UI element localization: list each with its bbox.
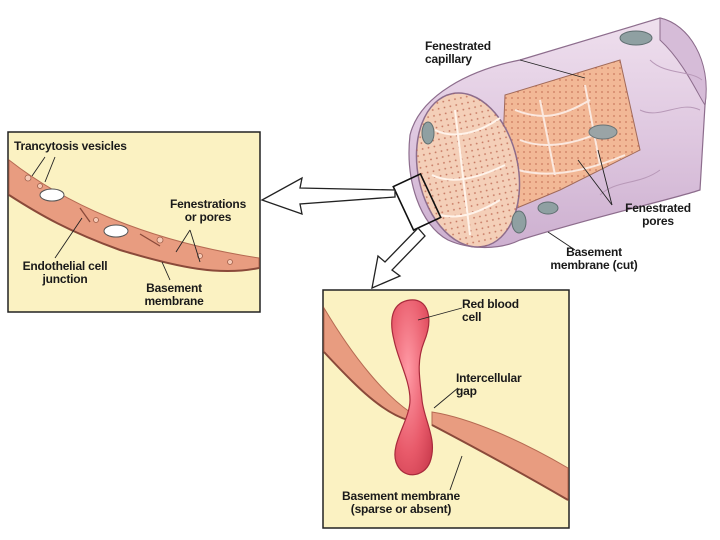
left-panel: [7, 131, 261, 313]
arrow-to-bottom-panel: [371, 227, 426, 290]
gap-label: Intercellular gap: [456, 371, 522, 398]
capillary-far-end: [659, 17, 707, 107]
left-basement-label: Basement membrane: [132, 282, 216, 308]
bottom-basement-line1: Basement membrane: [342, 489, 460, 503]
gap-line1: Intercellular: [456, 371, 522, 385]
capillary-title: Fenestrated capillary: [425, 40, 491, 66]
capillary-basement-label: Basement membrane (cut): [538, 246, 650, 272]
vesicles-label: Trancytosis vesicles: [14, 139, 127, 153]
rbc-line1: Red blood: [462, 297, 519, 311]
capillary-magnify-box: [392, 172, 442, 232]
gap-line2: gap: [456, 384, 477, 398]
endothelial-nucleus: [588, 124, 618, 140]
rbc-label: Red blood cell: [462, 298, 519, 324]
fenestrations-line1: Fenestrations: [169, 197, 247, 211]
capillary-title-line1: Fenestrated: [425, 39, 491, 53]
capillary-title-line2: capillary: [425, 52, 472, 66]
bottom-basement-label: Basement membrane (sparse or absent): [326, 490, 476, 516]
rbc-line2: cell: [462, 310, 482, 324]
fenestrated-pores-line1: Fenestrated: [625, 201, 691, 215]
bottom-panel: [322, 289, 570, 529]
junction-label: Endothelial cell junction: [12, 260, 118, 286]
junction-line1: Endothelial cell: [22, 259, 108, 273]
capillary-basement-line2: membrane (cut): [550, 258, 638, 272]
left-basement-line2: membrane: [144, 294, 204, 308]
fenestrations-label: Fenestrations or pores: [156, 198, 260, 224]
fenestrated-capillary: [392, 17, 707, 251]
left-basement-line1: Basement: [146, 281, 202, 295]
bottom-basement-line2: (sparse or absent): [350, 502, 452, 516]
arrow-to-left-panel: [260, 176, 396, 215]
fenestrations-line2: or pores: [184, 210, 232, 224]
capillary-basement-line1: Basement: [566, 245, 622, 259]
red-blood-cell: [391, 299, 434, 476]
junction-line2: junction: [42, 272, 88, 286]
fenestrated-pores-line2: pores: [642, 214, 674, 228]
fenestrated-pores-label: Fenestrated pores: [618, 202, 698, 228]
